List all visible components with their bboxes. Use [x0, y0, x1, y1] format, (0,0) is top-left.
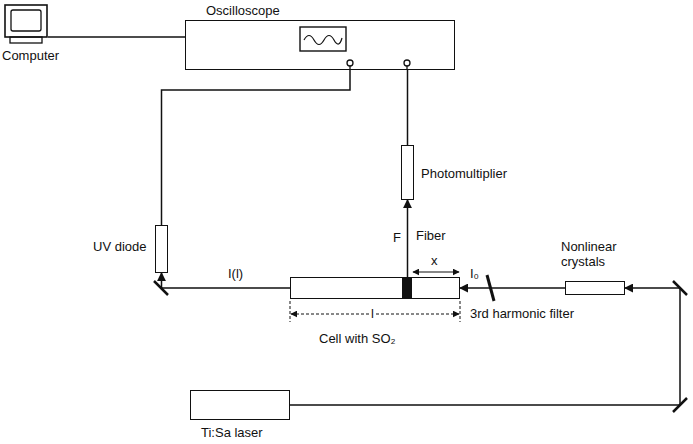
scope-screen [300, 27, 346, 51]
node-label: Cell with SO₂ [319, 331, 396, 346]
node-label: Oscilloscope [206, 3, 280, 18]
oscilloscope-box: Oscilloscope [185, 20, 455, 70]
length-label: l [369, 306, 376, 321]
connector [290, 288, 680, 405]
photomultiplier-box: Photomultiplier [401, 145, 414, 200]
connector [407, 200, 409, 277]
uv-diode-box: UV diode [155, 225, 168, 273]
terminal [347, 60, 353, 66]
mirror [673, 398, 687, 412]
monitor-outline [4, 4, 48, 44]
scope-trace [304, 36, 342, 45]
node-label: Ti:Sa laser [201, 425, 263, 440]
node-label: UV diode [93, 239, 146, 254]
laser-box: Ti:Sa laser [190, 390, 290, 420]
intensity-label: I(l) [228, 266, 243, 281]
filter-plate [487, 275, 494, 301]
connector [162, 273, 291, 288]
node-label: Photomultiplier [421, 166, 507, 181]
sample-cell: Cell with SO₂ [290, 277, 460, 299]
filter-label: 3rd harmonic filter [470, 306, 574, 321]
distance-label: x [431, 253, 438, 268]
fiber-label: Fiber [416, 228, 446, 243]
node-label: Computer [2, 48, 59, 63]
mirror [154, 281, 168, 295]
terminal [404, 60, 410, 66]
dimension-line [413, 271, 459, 272]
dimension-tick [460, 301, 461, 322]
crystal-box: Nonlinear crystals [565, 281, 625, 295]
dimension-tick [290, 301, 291, 322]
signal-label: F [393, 230, 401, 245]
mirror [673, 281, 687, 295]
connector [162, 70, 351, 225]
computer-icon: Computer [4, 4, 48, 44]
intensity-label: I₀ [470, 266, 479, 281]
node-label: Nonlinear crystals [561, 239, 633, 269]
observation-window [402, 277, 412, 299]
connector [48, 36, 185, 38]
connector [460, 287, 565, 289]
connector [407, 70, 409, 145]
